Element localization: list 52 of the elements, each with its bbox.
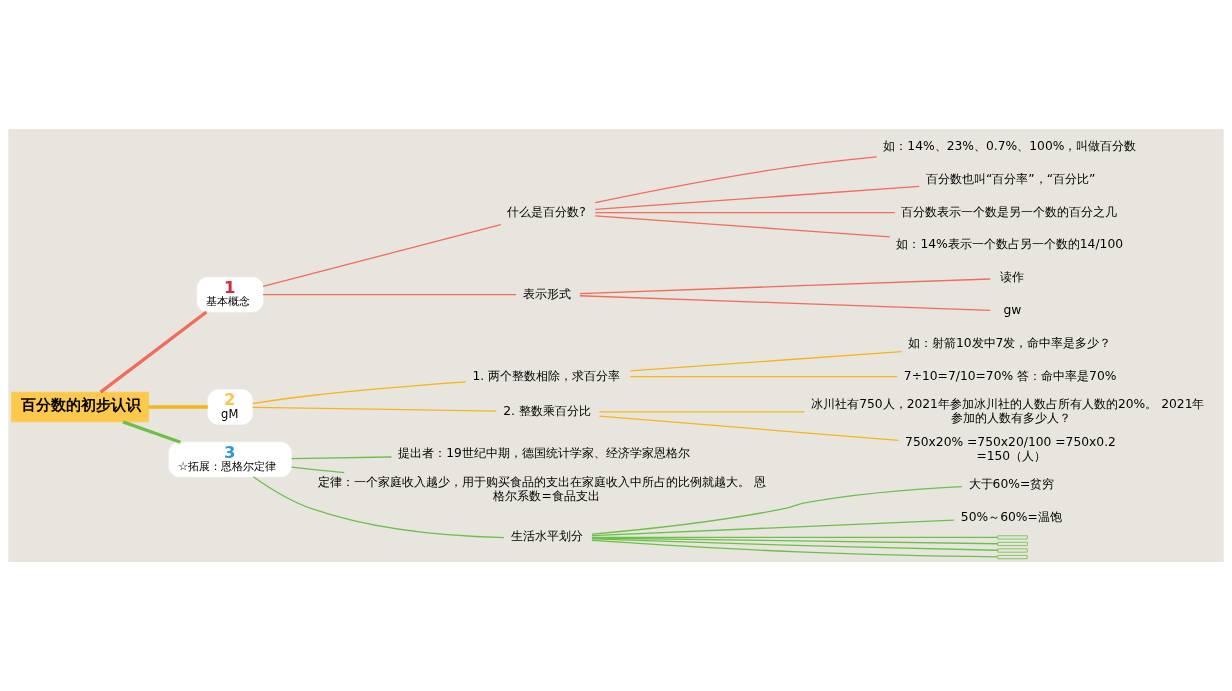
connector (629, 351, 902, 372)
connector (594, 185, 920, 210)
connector (594, 215, 891, 238)
connector (591, 486, 963, 535)
connector (262, 294, 517, 296)
connector (594, 212, 896, 214)
connector (252, 476, 505, 539)
node-box: 百分数的初步认识 (11, 391, 149, 423)
node-text: 百分数也叫“百分率”，“百分比” (925, 171, 1096, 186)
connector (591, 519, 955, 537)
node-box: 1 基本概念 (196, 277, 264, 313)
connector (122, 420, 182, 444)
node-box: 2 gM (207, 389, 253, 425)
node-text: gw (1003, 302, 1022, 317)
connector (594, 156, 878, 204)
connector (148, 405, 208, 409)
connector (629, 376, 898, 378)
connector (579, 278, 991, 295)
connector (591, 537, 999, 545)
node-text: 冰川社有750人，2021年参加冰川社的人数占所有人数的20%。 2021年参加的人数有多少人？ (811, 396, 1205, 425)
connector (579, 295, 991, 311)
node-text: 表示形式 (522, 286, 571, 301)
connector (262, 224, 502, 287)
connector (591, 539, 999, 558)
connector (591, 538, 999, 551)
node-text: 百分数表示一个数是另一个数的百分之几 (901, 204, 1118, 219)
node-box (997, 548, 1028, 553)
node-text: 定律：一个家庭收入越少，用于购买食品的支出在家庭收入中所占的比例就越大。 恩格尔系数=食品支出 (318, 474, 767, 503)
connector (598, 411, 806, 413)
connector (99, 310, 208, 394)
node-text: 750x20% =750x20/100 =750x0.2 =150（人） (905, 434, 1116, 463)
connector (251, 381, 467, 405)
node-box: 3 ☆拓展：恩格尔定律 (168, 441, 292, 478)
node-text: 如：14%表示一个数占另一个数的14/100 (896, 237, 1124, 252)
connector (290, 466, 345, 474)
node-text: 1. 两个整数相除，求百分率 (472, 368, 621, 383)
node-text: 7÷10=7/10=70% 答：命中率是70% (903, 368, 1117, 383)
node-box (997, 535, 1028, 540)
node-text: 生活水平划分 (510, 529, 583, 544)
node-text: 什么是百分数? (507, 204, 586, 219)
node-text: 如：14%、23%、0.7%、100%，叫做百分数 (883, 138, 1137, 153)
node-text: 如：射箭10发中7发，命中率是多少？ (907, 335, 1112, 350)
connector (290, 456, 393, 460)
node-text: 读作 (999, 270, 1024, 285)
node-box (997, 555, 1028, 560)
connector (598, 415, 900, 442)
node-text: 提出者：19世纪中期，德国统计学家、经济学家恩格尔 (398, 446, 690, 461)
node-text: 50%～60%=温饱 (960, 509, 1062, 524)
connector (251, 406, 498, 412)
node-text: 大于60%=贫穷 (968, 476, 1055, 491)
node-box (997, 541, 1028, 546)
node-text: 2. 整数乘百分比 (503, 403, 591, 418)
